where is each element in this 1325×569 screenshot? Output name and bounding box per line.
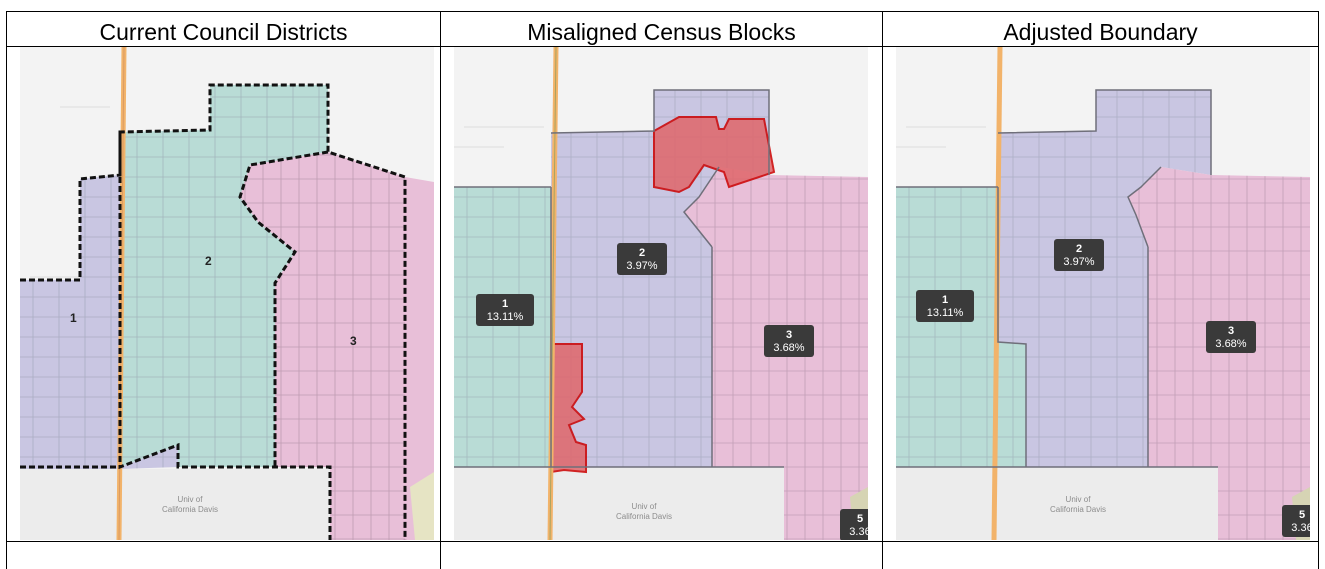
campus-label-line2: California Davis xyxy=(162,505,218,514)
map-adjusted-svg: 1 13.11% 2 3.97% 3 3.68% 5 3.36 Univ of … xyxy=(896,47,1310,540)
map-current-svg: 1 2 3 Univ of California Davis xyxy=(20,47,434,540)
district-2-label: 2 xyxy=(205,254,212,268)
svg-text:5: 5 xyxy=(1299,509,1305,521)
table-border-row xyxy=(6,541,1319,542)
svg-text:2: 2 xyxy=(1076,243,1082,255)
district-3-label: 3 xyxy=(350,334,357,348)
map-current-districts: 1 2 3 Univ of California Davis xyxy=(20,47,434,540)
district-2-label: 2 3.97% xyxy=(617,243,667,275)
svg-text:3.68%: 3.68% xyxy=(773,342,804,354)
table-border-header xyxy=(6,46,1319,47)
map-misaligned-svg: 1 13.11% 2 3.97% 3 3.68% 5 3.36 Univ of … xyxy=(454,47,868,540)
campus-label-line1: Univ of xyxy=(632,502,658,511)
svg-text:3.97%: 3.97% xyxy=(626,260,657,272)
header-misaligned-blocks: Misaligned Census Blocks xyxy=(527,19,796,45)
district-2-label: 2 3.97% xyxy=(1054,239,1104,271)
campus-label-line2: California Davis xyxy=(1050,505,1106,514)
svg-text:3.68%: 3.68% xyxy=(1215,338,1246,350)
campus-label-line1: Univ of xyxy=(178,495,204,504)
district-1-label: 1 13.11% xyxy=(916,290,974,322)
misaligned-block-south xyxy=(550,343,587,474)
svg-text:5: 5 xyxy=(857,513,863,525)
district-1-label: 1 13.11% xyxy=(476,294,534,326)
svg-text:2: 2 xyxy=(639,247,645,259)
map-misaligned-blocks: 1 13.11% 2 3.97% 3 3.68% 5 3.36 Univ of … xyxy=(454,47,868,540)
campus-area xyxy=(454,467,784,540)
map-adjusted-boundary: 1 13.11% 2 3.97% 3 3.68% 5 3.36 Univ of … xyxy=(896,47,1310,540)
campus-area xyxy=(20,469,330,540)
svg-text:1: 1 xyxy=(502,298,508,310)
campus-label-line2: California Davis xyxy=(616,512,672,521)
table-border-col2 xyxy=(882,11,883,569)
svg-text:3: 3 xyxy=(786,329,792,341)
table-border-top xyxy=(6,11,1319,12)
svg-text:13.11%: 13.11% xyxy=(487,311,524,323)
district-1-label: 1 xyxy=(70,311,77,325)
header-current-districts: Current Council Districts xyxy=(99,19,348,45)
district-5-label: 5 3.36 xyxy=(840,509,868,540)
misaligned-block-north xyxy=(653,116,776,194)
svg-text:3: 3 xyxy=(1228,325,1234,337)
svg-text:3.97%: 3.97% xyxy=(1063,256,1094,268)
table-border-right xyxy=(1318,11,1319,569)
svg-text:3.36: 3.36 xyxy=(1291,522,1310,534)
header-adjusted-boundary: Adjusted Boundary xyxy=(1003,19,1198,45)
table-border-col1 xyxy=(440,11,441,569)
district-3-label: 3 3.68% xyxy=(1206,321,1256,353)
district-3-label: 3 3.68% xyxy=(764,325,814,357)
current-boundary xyxy=(20,83,407,540)
highway xyxy=(991,47,1003,540)
campus-area xyxy=(896,467,1218,540)
table-border-left xyxy=(6,11,7,569)
svg-text:3.36: 3.36 xyxy=(849,526,868,538)
svg-text:13.11%: 13.11% xyxy=(927,307,964,319)
district-5-label: 5 3.36 xyxy=(1282,505,1310,537)
svg-text:1: 1 xyxy=(942,294,948,306)
campus-label-line1: Univ of xyxy=(1066,495,1092,504)
